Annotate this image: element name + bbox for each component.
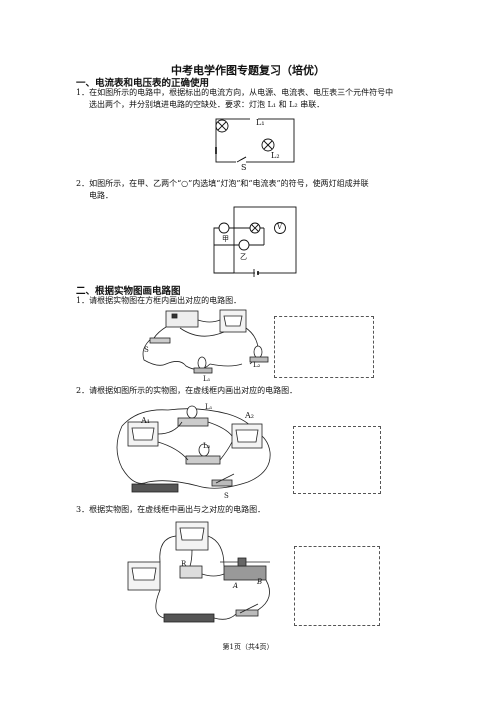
figure-5-label-r: R: [181, 560, 187, 568]
answer-box-1[interactable]: [274, 316, 374, 378]
figure-4-label-l2: L₂: [203, 442, 211, 450]
figure-1-label-l1: L₁: [256, 118, 265, 127]
figure-4-label-a1: A₁: [141, 416, 150, 425]
question-1-line-1: 1．在如图所示的电路中，根据标出的电流方向，从电源、电流表、电压表三个元件符号中: [76, 88, 394, 97]
figure-2-label-v: V: [277, 223, 283, 231]
page-footer: 第1页（共4页）: [222, 643, 274, 651]
figure-4-label-a2: A₂: [245, 411, 254, 420]
figure-3-label-l2: L₂: [253, 361, 261, 369]
figure-4-physical-circuit: [116, 405, 271, 493]
figure-2-label-yi: 乙: [240, 253, 247, 261]
figure-3-label-l1: L₁: [203, 375, 211, 383]
section-1-heading: 一、电流表和电压表的正确使用: [76, 78, 210, 89]
figure-2-circuit: [213, 206, 297, 277]
figure-5-label-a: A: [233, 582, 239, 590]
figure-1-circuit: [215, 115, 295, 165]
figure-4-label-l1: L₁: [205, 403, 213, 411]
question-2-line-2: 电路．: [89, 191, 113, 200]
question-4-text: 2．请根据如图所示的实物图，在虚线框内画出对应的电路图．: [76, 386, 298, 395]
figure-5-label-b: B: [257, 578, 263, 586]
figure-3-label-s: S: [144, 346, 149, 354]
question-2-line-1: 2．如图所示，在甲、乙两个“○”内选填“灯泡”和“电流表”的符号，使两灯组成并联: [76, 179, 369, 188]
question-5-text: 3．根据实物图，在虚线框中画出与之对应的电路图．: [76, 505, 266, 514]
answer-box-3[interactable]: [294, 546, 380, 626]
figure-3-physical-circuit: [142, 309, 269, 374]
page-title: 中考电学作图专题复习（培优）: [171, 64, 325, 77]
figure-5-physical-circuit: [127, 521, 270, 623]
figure-2-label-jia: 甲: [222, 235, 229, 243]
figure-1-label-l2: L₂: [271, 151, 280, 160]
answer-box-2[interactable]: [293, 426, 381, 494]
question-3-text: 1．请根据实物图在方框内画出对应的电路图．: [76, 296, 242, 305]
figure-4-label-s: S: [224, 492, 229, 500]
question-1-line-2: 选出两个，并分别填进电路的空缺处．要求：灯泡 L₁ 和 L₂ 串联．: [89, 100, 325, 109]
section-2-heading: 二、根据实物图画电路图: [76, 286, 181, 297]
figure-1-label-s: S: [241, 163, 247, 172]
